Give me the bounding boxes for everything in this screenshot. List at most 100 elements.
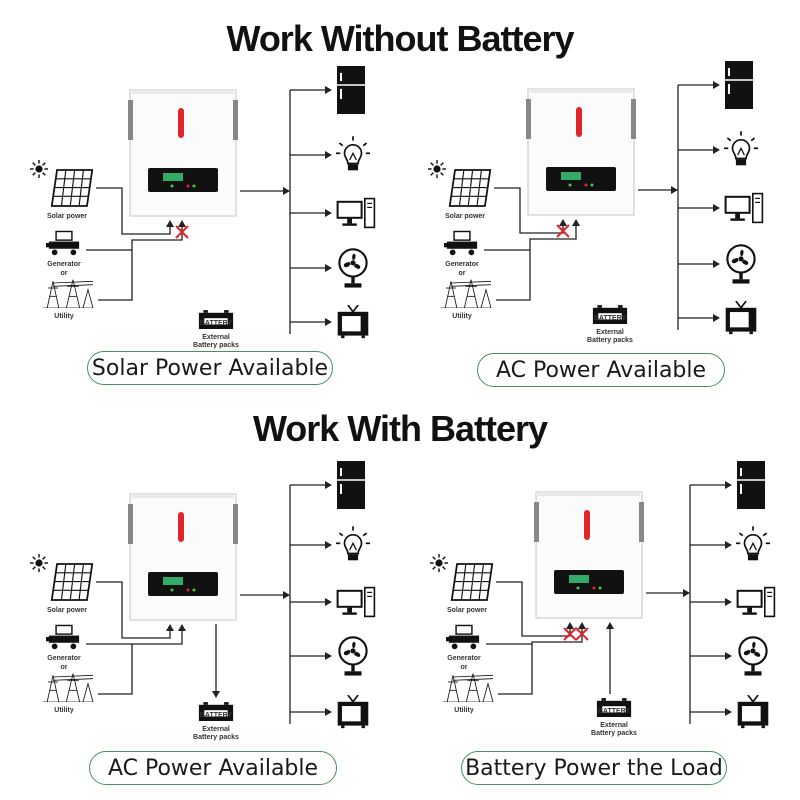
arrow-head (325, 541, 332, 549)
generator-label: Generator (47, 655, 81, 662)
wire (98, 250, 133, 301)
blocked-x-icon (563, 627, 577, 641)
arrow-head (683, 589, 690, 597)
generator-label: Generator (447, 655, 481, 662)
blocked-x-icon (175, 225, 189, 239)
arrow-head (325, 318, 332, 326)
light-bulb-icon (736, 526, 770, 562)
utility-label: Utility (454, 707, 474, 714)
arrow-head (725, 708, 732, 716)
caption-battery-power-load: Battery Power the Load (461, 751, 727, 785)
tv-icon (724, 301, 758, 335)
arrow-head (713, 204, 720, 212)
arrow-head (325, 708, 332, 716)
wire (98, 644, 133, 695)
wire (494, 187, 564, 234)
arrow-head (578, 622, 586, 629)
battery-tag: BATTERY (200, 320, 233, 327)
blocked-x-icon (556, 224, 570, 238)
computer-icon (724, 192, 764, 224)
arrow-head (178, 220, 186, 227)
or-label: or (461, 664, 468, 671)
fridge-icon (336, 460, 366, 510)
fan-icon (726, 244, 756, 285)
arrow-head (325, 481, 332, 489)
battery-caption: External (202, 334, 230, 341)
arrow-head (559, 219, 567, 226)
generator-icon (46, 230, 80, 256)
solar-label: Solar power (447, 607, 487, 614)
computer-icon (736, 586, 776, 618)
diagram-svg: Solar powerGeneratororUtilityBATTERYExte… (30, 65, 376, 349)
sun-icon (428, 160, 446, 178)
arrow-head (713, 146, 720, 154)
generator-label: Generator (445, 261, 479, 268)
fan-icon (338, 636, 368, 677)
battery-caption: External (596, 329, 624, 336)
wire (86, 222, 183, 251)
battery-caption: Battery packs (591, 730, 637, 737)
battery-caption: Battery packs (193, 734, 239, 741)
utility-tower-icon (440, 279, 492, 308)
fan-icon (738, 636, 768, 677)
utility-tower-icon (42, 279, 94, 308)
solar-label: Solar power (445, 213, 485, 220)
light-bulb-icon (336, 136, 370, 172)
battery-tag: BATTERY (594, 315, 627, 322)
light-bulb-icon (336, 526, 370, 562)
battery-tag: BATTERY (200, 712, 233, 719)
arrow-head (671, 186, 678, 194)
inverter-icon (128, 493, 238, 621)
caption-ac-power-available-battery: AC Power Available (89, 751, 337, 785)
arrow-head (713, 81, 720, 89)
solar-label: Solar power (47, 607, 87, 614)
fan-icon (338, 248, 368, 289)
arrow-head (325, 264, 332, 272)
wire (484, 221, 577, 251)
arrow-head (725, 652, 732, 660)
fridge-icon (736, 460, 766, 510)
wire (96, 581, 171, 639)
wire (496, 250, 531, 301)
solar-panel-icon (50, 169, 94, 207)
generator-icon (446, 624, 480, 650)
inverter-icon (128, 89, 238, 217)
arrow-head (283, 187, 290, 195)
or-label: or (61, 270, 68, 277)
wire (496, 581, 571, 637)
arrow-head (325, 652, 332, 660)
arrow-head (166, 220, 174, 227)
or-label: or (459, 270, 466, 277)
sun-icon (430, 554, 448, 572)
utility-label: Utility (54, 313, 74, 320)
arrow-head (713, 314, 720, 322)
arrow-head (606, 622, 614, 629)
arrow-head (178, 624, 186, 631)
arrow-head (725, 481, 732, 489)
arrow-head (713, 260, 720, 268)
arrow-head (566, 622, 574, 629)
wire (96, 187, 171, 235)
wire (86, 626, 183, 645)
arrow-head (166, 624, 174, 631)
tv-icon (336, 305, 370, 339)
battery-caption: External (202, 726, 230, 733)
arrow-head (212, 691, 220, 698)
diagram-svg: Solar powerGeneratororUtilityBATTERYExte… (30, 460, 376, 741)
battery-caption: External (600, 722, 628, 729)
generator-icon (46, 624, 80, 650)
generator-label: Generator (47, 261, 81, 268)
sun-icon (30, 554, 48, 572)
tv-icon (336, 695, 370, 729)
caption-solar-power-available: Solar Power Available (87, 351, 333, 385)
arrow-head (283, 591, 290, 599)
utility-tower-icon (442, 673, 494, 702)
wire (498, 644, 533, 695)
computer-icon (336, 197, 376, 229)
arrow-head (325, 598, 332, 606)
